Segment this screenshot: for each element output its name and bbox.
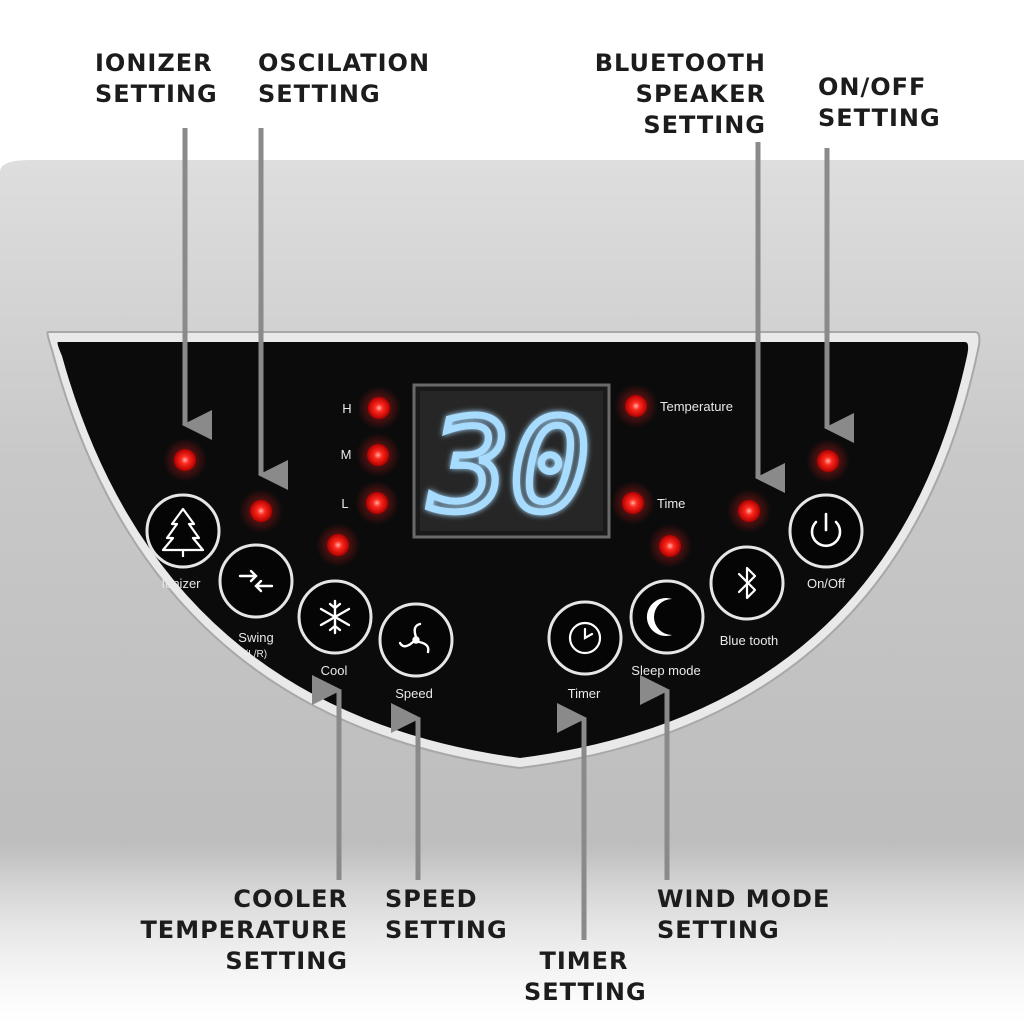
- power-button-label: On/Off: [807, 576, 845, 591]
- cool-button[interactable]: Cool: [297, 579, 373, 678]
- power-button[interactable]: On/Off: [788, 493, 864, 591]
- housing-fade: [0, 840, 1024, 1024]
- display-digits: 30: [428, 392, 590, 541]
- led-ionizer: [163, 438, 207, 482]
- callout-cooler-line-1: COOLER: [233, 885, 348, 913]
- ionizer-button-label: Ionizer: [161, 576, 201, 591]
- callout-power: ON/OFF SETTING: [818, 72, 941, 134]
- callout-cooler: COOLER TEMPERATURE SETTING: [140, 884, 348, 977]
- callout-wind-mode-line-2: SETTING: [657, 916, 780, 944]
- clock-icon: [568, 621, 602, 655]
- sleep-mode-button-label: Sleep mode: [631, 663, 700, 678]
- control-panel: [57, 342, 969, 758]
- temperature-indicator-label: Temperature: [660, 399, 733, 414]
- callout-bluetooth-line-1: BLUETOOTH: [594, 49, 766, 77]
- tree-icon: [161, 507, 205, 557]
- sleep-mode-button[interactable]: Sleep mode: [629, 579, 705, 678]
- bluetooth-icon: [737, 566, 757, 600]
- cool-button-label: Cool: [321, 663, 348, 678]
- fan-level-medium-label: M: [341, 447, 352, 462]
- callout-wind-mode-line-1: WIND MODE: [657, 885, 831, 913]
- swing-arrows-icon: [238, 569, 274, 593]
- callout-ionizer-line-2: SETTING: [95, 80, 218, 108]
- timer-button-label: Timer: [568, 686, 601, 701]
- callout-speed-line-2: SETTING: [385, 916, 508, 944]
- ionizer-button[interactable]: Ionizer: [145, 493, 221, 591]
- callout-power-line-1: ON/OFF: [818, 73, 927, 101]
- led-fan-high: [357, 386, 401, 430]
- fan-level-low-label: L: [341, 496, 348, 511]
- moon-icon: [646, 597, 672, 637]
- led-fan-medium: [356, 433, 400, 477]
- temperature-display: 30: [412, 383, 611, 545]
- callout-timer-line-2: SETTING: [524, 978, 647, 1006]
- callout-cooler-line-3: SETTING: [225, 947, 348, 975]
- callout-timer: TIMER SETTING: [524, 946, 647, 1008]
- callout-bluetooth-line-3: SETTING: [643, 111, 766, 139]
- speed-button-label: Speed: [395, 686, 433, 701]
- led-bluetooth: [727, 489, 771, 533]
- callout-ionizer: IONIZER SETTING: [95, 48, 218, 110]
- callout-oscillation-line-1: OSCILATION: [258, 49, 431, 77]
- swing-button-label: Swing: [238, 630, 273, 645]
- callout-speed-line-1: SPEED: [385, 885, 478, 913]
- bluetooth-button[interactable]: Blue tooth: [709, 545, 785, 648]
- led-temperature: [614, 384, 658, 428]
- led-cool: [316, 523, 360, 567]
- led-time: [611, 481, 655, 525]
- fan-icon: [398, 622, 430, 654]
- callout-power-line-2: SETTING: [818, 104, 941, 132]
- callout-bluetooth-line-2: SPEAKER: [635, 80, 766, 108]
- led-fan-low: [355, 481, 399, 525]
- swing-button[interactable]: Swing (L/R): [218, 543, 294, 660]
- led-swing: [239, 489, 283, 533]
- time-indicator-label: Time: [657, 496, 685, 511]
- callout-cooler-line-2: TEMPERATURE: [140, 916, 348, 944]
- callout-oscillation: OSCILATION SETTING: [258, 48, 430, 110]
- callout-ionizer-line-1: IONIZER: [95, 49, 213, 77]
- timer-button[interactable]: Timer: [547, 600, 623, 701]
- callout-bluetooth: BLUETOOTH SPEAKER SETTING: [595, 48, 766, 141]
- callout-oscillation-line-2: SETTING: [258, 80, 381, 108]
- callout-wind-mode: WIND MODE SETTING: [657, 884, 830, 946]
- fan-level-high-label: H: [342, 401, 351, 416]
- callout-arrows: [182, 128, 854, 940]
- led-sleep: [648, 524, 692, 568]
- led-power: [806, 439, 850, 483]
- power-icon: [810, 512, 842, 548]
- snowflake-icon: [319, 599, 351, 635]
- speed-button[interactable]: Speed: [378, 602, 454, 701]
- swing-button-sublabel: (L/R): [245, 649, 267, 660]
- callout-speed: SPEED SETTING: [385, 884, 508, 946]
- bluetooth-button-label: Blue tooth: [720, 633, 779, 648]
- callout-timer-line-1: TIMER: [539, 947, 629, 975]
